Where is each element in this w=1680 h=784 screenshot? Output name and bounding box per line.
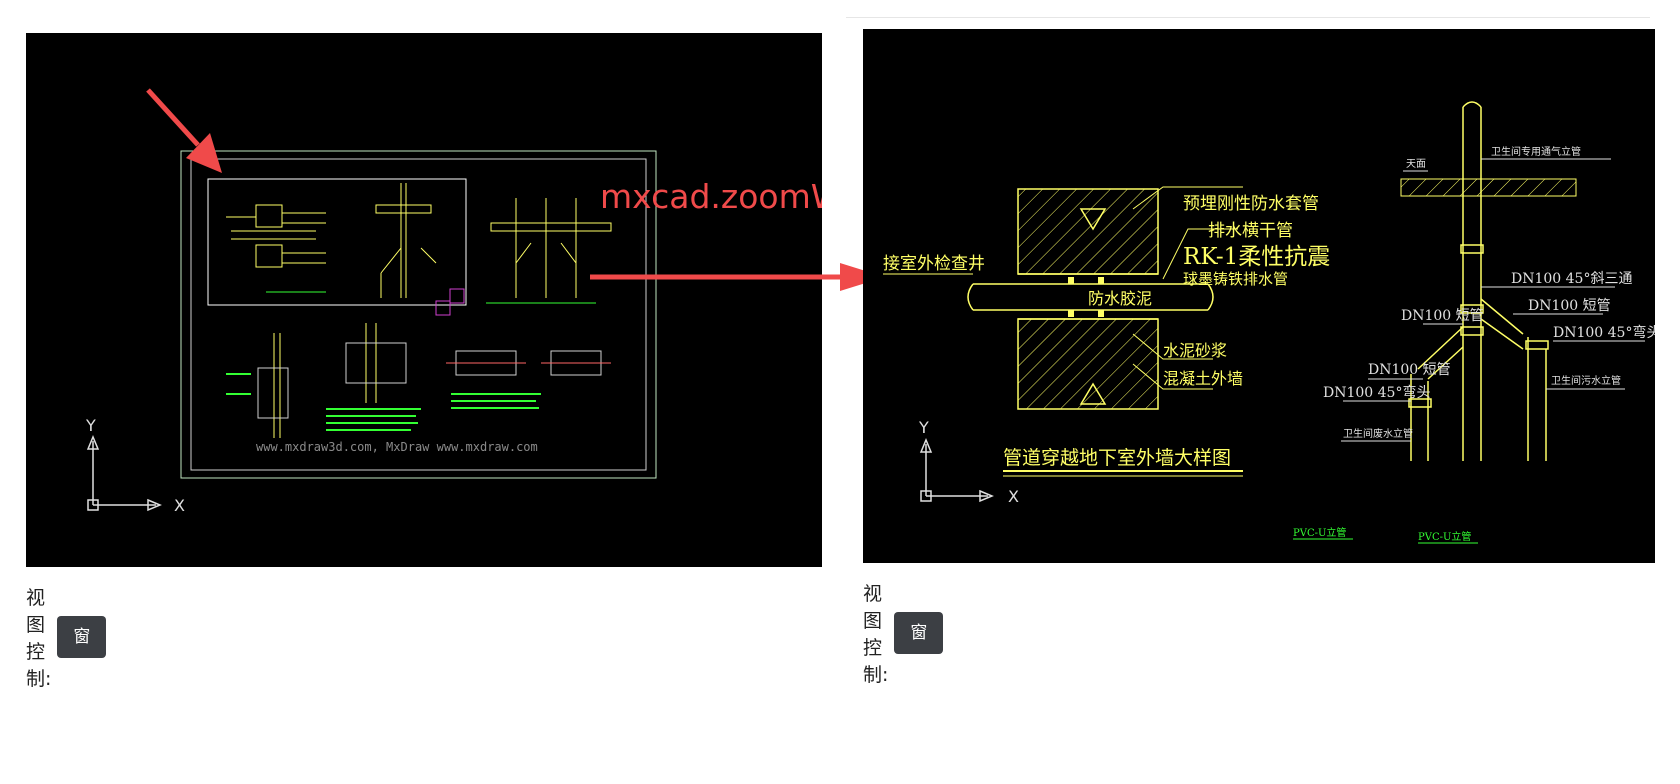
watermark-text: www.mxdraw3d.com, MxDraw www.mxdraw.com (256, 440, 538, 454)
riser-leaders (1341, 158, 1645, 442)
label-elbow-2: DN100 45°弯头 (1323, 384, 1430, 401)
top-divider (846, 17, 1650, 18)
view-control-label: 视图控制: (863, 583, 889, 686)
label-mortar: 水泥砂浆 (1163, 341, 1227, 360)
view-control-label: 视图控制: (26, 587, 52, 690)
riser-pipes (1408, 101, 1549, 461)
label-dn100-3: DN100 短管 (1368, 362, 1451, 378)
drain-pipe (967, 283, 1214, 311)
wall-lower (1017, 318, 1159, 410)
label-dn100-2: DN100 短管 (1528, 298, 1611, 314)
red-arrow-down (146, 88, 222, 173)
window-zoom-button[interactable]: 窗口缩放 (894, 612, 944, 769)
label-pvc-2: PVC-U立管 (1418, 530, 1471, 543)
label-rk1-a: RK-1柔性抗震 (1183, 244, 1330, 270)
window-zoom-button[interactable]: 窗口缩放 (57, 616, 107, 773)
axis-y-label: Y (918, 418, 929, 437)
label-vent-pipe: 卫生间专用通气立管 (1491, 145, 1581, 158)
mini-detail-pipes (375, 183, 437, 298)
ceiling-slab (1400, 178, 1577, 197)
mini-detail-bottom (257, 323, 611, 438)
left-drawing-svg: www.mxdraw3d.com, MxDraw www.mxdraw.com … (85, 88, 822, 515)
label-drain-pipe: 排水横干管 (1208, 221, 1293, 241)
label-waterproof: 防水胶泥 (1088, 289, 1152, 308)
mini-detail-risers (486, 198, 612, 304)
zoom-command-label: mxcad.zoomW() (600, 177, 822, 216)
label-rk1-b: 球墨铸铁排水管 (1183, 270, 1288, 288)
leader-lines (883, 186, 1243, 390)
zoom-window-rect (207, 178, 467, 306)
grip-handle (435, 300, 451, 316)
label-waste: 卫生间废水立管 (1343, 427, 1413, 440)
mini-notes (226, 373, 541, 431)
right-drawing-svg: 预埋刚性防水套管 排水横干管 RK-1柔性抗震 球墨铸铁排水管 接室外检查井 防… (883, 101, 1655, 544)
left-cad-canvas[interactable]: www.mxdraw3d.com, MxDraw www.mxdraw.com … (26, 33, 822, 567)
axis-x-label: X (174, 496, 185, 515)
mini-detail-wall (226, 204, 326, 293)
label-elbow-1: DN100 45°弯头 (1553, 324, 1655, 341)
drawing-frame-outer (180, 150, 657, 479)
label-sewage: 卫生间污水立管 (1551, 374, 1621, 387)
red-arrow-right (590, 263, 885, 291)
label-well: 接室外检查井 (883, 254, 985, 274)
right-view-controls: 视图控制: 窗口缩放 (863, 579, 944, 769)
label-sleeve: 预埋刚性防水套管 (1183, 194, 1319, 214)
drawing-title: 管道穿越地下室外墙大样图 (1003, 447, 1231, 469)
label-pvc-1: PVC-U立管 (1293, 526, 1346, 539)
left-view-controls: 视图控制: 窗口缩放 (26, 583, 107, 773)
ucs-icon (919, 438, 994, 503)
label-tee: DN100 45°斜三通 (1511, 271, 1632, 287)
axis-x-label: X (1008, 487, 1019, 506)
grip-handle (449, 288, 465, 304)
drawing-frame-inner (190, 158, 647, 471)
label-ceiling: 天面 (1406, 159, 1426, 170)
ucs-icon (86, 435, 162, 512)
axis-y-label: Y (85, 416, 96, 435)
label-dn100-1: DN100 短管 (1401, 308, 1484, 324)
right-cad-canvas[interactable]: 预埋刚性防水套管 排水横干管 RK-1柔性抗震 球墨铸铁排水管 接室外检查井 防… (863, 29, 1655, 563)
wall-upper (1017, 188, 1159, 275)
label-concrete: 混凝土外墙 (1163, 369, 1243, 388)
